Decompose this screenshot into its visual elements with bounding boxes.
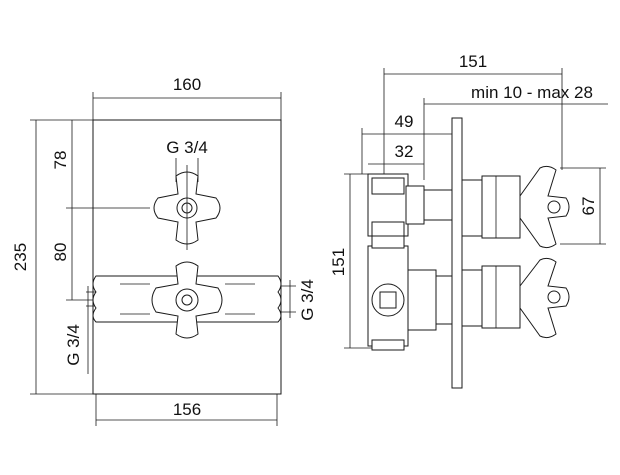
side-lower-handle: [461, 257, 570, 339]
dim-spacing-middle: 80: [51, 243, 70, 262]
side-cover-plate: [451, 117, 463, 389]
dim-wall-range: min 10 - max 28: [471, 83, 593, 102]
dim-width-bottom: 156: [173, 400, 201, 419]
cover-plate: [92, 119, 282, 395]
dim-width-top: 160: [173, 75, 201, 94]
dim-overall-depth: 151: [459, 52, 487, 71]
side-view: 151 min 10 - max 28 49 32 151 67: [329, 52, 608, 389]
front-view: 160 235 78 80 G 3/4 G 3/4 G 3/4 156: [11, 75, 317, 426]
dim-body-height: 151: [329, 248, 348, 276]
label-connection-top: G 3/4: [166, 138, 208, 157]
dim-spacing-upper: 78: [51, 151, 70, 170]
dim-handle-spacing: 67: [579, 197, 598, 216]
upper-cross-handle: [153, 165, 221, 250]
label-connection-left: G 3/4: [64, 324, 83, 366]
side-upper-handle: [461, 165, 570, 249]
dim-depth-32: 32: [395, 142, 414, 161]
dim-height-total: 235: [11, 243, 30, 271]
dim-depth-49: 49: [395, 112, 414, 131]
lower-cross-handle: [151, 261, 223, 339]
label-connection-right: G 3/4: [298, 279, 317, 321]
valve-body: [367, 173, 453, 351]
